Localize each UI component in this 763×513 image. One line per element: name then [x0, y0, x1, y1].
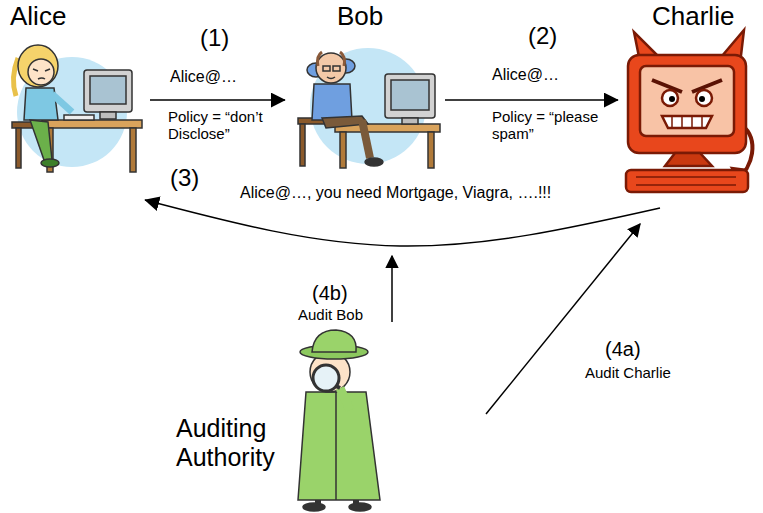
- detective-figure: [298, 330, 380, 511]
- charlie-figure: [636, 177, 736, 185]
- alice-figure: [30, 120, 52, 160]
- message-label: Alice@…: [492, 66, 559, 84]
- detective-figure: [335, 392, 337, 500]
- charlie-figure: [672, 116, 702, 128]
- bob-figure: [385, 74, 435, 118]
- figure-node: Bob: [285, 0, 445, 172]
- figure-name: Alice: [10, 2, 66, 32]
- charlie-figure: [626, 30, 752, 192]
- figure-node: Auditing Authority: [170, 322, 385, 510]
- alice-figure: [24, 88, 58, 120]
- message-label: Policy = “please spam”: [492, 108, 627, 143]
- message-label: (4a): [605, 338, 641, 361]
- message-arrow: [445, 99, 618, 101]
- bob-figure: [333, 66, 340, 71]
- detective-figure: [303, 503, 325, 511]
- bob-figure: [340, 132, 346, 168]
- label-slot: Alice@…: [492, 66, 559, 84]
- charlie-figure: [652, 80, 722, 92]
- detective-figure: [313, 365, 339, 391]
- charlie-figure: [665, 153, 712, 166]
- message-label: Alice@…: [170, 68, 237, 86]
- label-slot: Policy = “don’t Disclose”: [168, 108, 303, 143]
- bob-figure: [362, 120, 370, 158]
- detective-figure: [312, 330, 356, 352]
- alice-figure: [33, 69, 50, 71]
- charlie-figure: [626, 170, 748, 192]
- bob-figure: [327, 77, 335, 79]
- message-arrow: [150, 99, 285, 101]
- bob-figure: [428, 132, 434, 168]
- alice-figure: [42, 120, 142, 128]
- step-number: (1): [200, 24, 229, 52]
- alice-figure: [52, 94, 72, 112]
- charlie-figure: [699, 96, 705, 102]
- charlie-figure: [628, 55, 746, 153]
- bob-figure: [365, 158, 383, 166]
- label-slot: (4a): [605, 338, 641, 361]
- detective-figure: [298, 392, 380, 500]
- label-slot: (4b): [312, 282, 348, 305]
- alice-figure: [90, 76, 126, 104]
- figure-name: Bob: [337, 2, 383, 32]
- bob-figure: [316, 53, 346, 83]
- label-slot: Audit Bob: [298, 306, 363, 323]
- figure-name: Charlie: [652, 2, 734, 32]
- alice-figure: [38, 78, 45, 79]
- alice-figure: [100, 112, 116, 119]
- label-slot: Alice@…: [170, 68, 237, 86]
- label-slot: Audit Charlie: [585, 364, 671, 381]
- message-arrow: [145, 200, 660, 246]
- alice-figure: [13, 58, 18, 96]
- detective-figure: [349, 503, 371, 511]
- step-number: (2): [528, 22, 557, 50]
- bob-figure: [391, 80, 429, 110]
- alice-figure: [130, 128, 136, 172]
- alice-figure: [41, 159, 59, 167]
- alice-figure: [28, 59, 54, 85]
- audit-arrow: [486, 224, 640, 414]
- charlie-figure: [662, 90, 678, 106]
- label-slot: Policy = “please spam”: [492, 108, 627, 143]
- audit-arrow: [391, 256, 393, 322]
- bob-figure: [300, 124, 305, 166]
- figure-name: Auditing Authority: [176, 414, 296, 472]
- label-slot: Alice@…, you need Mortgage, Viagra, ….!!…: [240, 184, 551, 202]
- message-label: Policy = “don’t Disclose”: [168, 108, 303, 143]
- message-label: Audit Bob: [298, 306, 363, 323]
- bob-figure: [298, 48, 440, 168]
- figure-node: Charlie: [618, 0, 758, 208]
- label-slot: (2): [528, 22, 557, 50]
- label-slot: (3): [170, 164, 199, 192]
- bob-figure: [323, 66, 330, 71]
- message-label: Alice@…, you need Mortgage, Viagra, ….!!…: [240, 184, 551, 202]
- alice-figure: [18, 45, 58, 87]
- charlie-figure: [696, 90, 712, 106]
- detective-figure: [340, 388, 350, 410]
- alice-figure: [12, 45, 142, 172]
- charlie-figure: [662, 116, 712, 128]
- message-label: Audit Charlie: [585, 364, 671, 381]
- bob-figure: [318, 52, 345, 66]
- bob-figure: [402, 118, 418, 124]
- message-label: (4b): [312, 282, 348, 305]
- alice-figure: [16, 128, 21, 168]
- alice-figure: [64, 115, 94, 120]
- charlie-figure: [640, 66, 734, 136]
- alice-figure: [84, 70, 132, 112]
- step-number: (3): [170, 164, 199, 192]
- charlie-figure: [669, 96, 675, 102]
- label-slot: (1): [200, 24, 229, 52]
- bob-figure: [312, 84, 352, 120]
- figure-node: Alice: [0, 0, 150, 200]
